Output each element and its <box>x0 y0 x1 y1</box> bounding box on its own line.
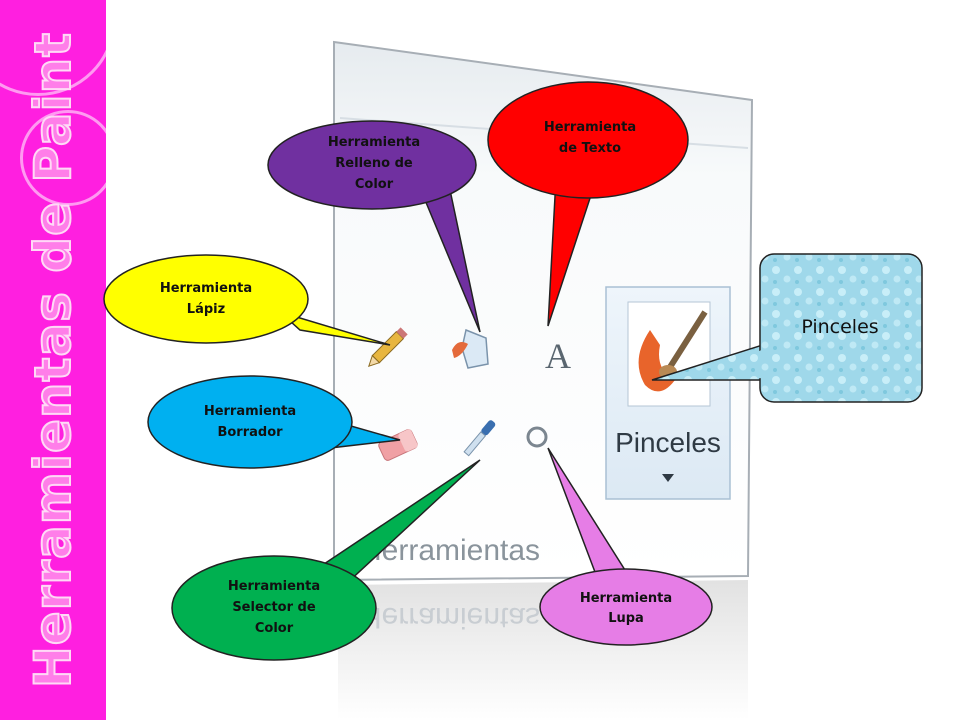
callout-color-picker-line3: Color <box>255 621 294 636</box>
callout-eraser-line1: Herramienta <box>204 404 296 419</box>
callout-eraser-line2: Borrador <box>217 425 283 440</box>
color-picker-icon[interactable] <box>463 419 496 457</box>
callout-magnifier-line2: Lupa <box>608 611 644 626</box>
callout-magnifier: Herramienta Lupa <box>539 447 713 646</box>
decorative-ring <box>20 110 106 206</box>
callout-magnifier-line1: Herramienta <box>580 591 672 606</box>
callout-fill-line3: Color <box>355 177 394 192</box>
group-label-reflection: Herramientas <box>360 601 540 634</box>
callout-text-line2: de Texto <box>559 141 621 156</box>
callout-color-picker: Herramienta Selector de Color <box>171 459 481 661</box>
callout-pencil-line2: Lápiz <box>187 302 225 317</box>
callout-fill: Herramienta Relleno de Color <box>267 120 481 333</box>
decorative-ring <box>0 0 106 96</box>
callout-color-picker-line1: Herramienta <box>228 579 320 594</box>
eraser-icon[interactable] <box>377 428 418 461</box>
brushes-button-label: Pinceles <box>615 427 721 458</box>
callout-fill-line1: Herramienta <box>328 135 420 150</box>
callout-pencil-line1: Herramienta <box>160 281 252 296</box>
text-icon[interactable]: A <box>545 336 571 376</box>
callout-pencil: Herramienta Lápiz <box>103 254 391 346</box>
callout-brushes: Pinceles <box>651 253 923 403</box>
callout-eraser: Herramienta Borrador <box>147 375 401 469</box>
fill-bucket-icon[interactable] <box>452 328 489 369</box>
brushes-button[interactable]: Pinceles <box>605 286 731 500</box>
callout-color-picker-line2: Selector de <box>232 600 316 615</box>
callout-fill-line2: Relleno de <box>335 156 413 171</box>
callout-text-line1: Herramienta <box>544 120 636 135</box>
magnifier-icon[interactable] <box>526 426 548 448</box>
callout-text: Herramienta de Texto <box>487 81 689 327</box>
dropdown-arrow-icon[interactable] <box>662 474 674 482</box>
sidebar-banner: Herramientas de Paint <box>0 0 106 720</box>
callout-brushes-line1: Pinceles <box>801 316 878 338</box>
